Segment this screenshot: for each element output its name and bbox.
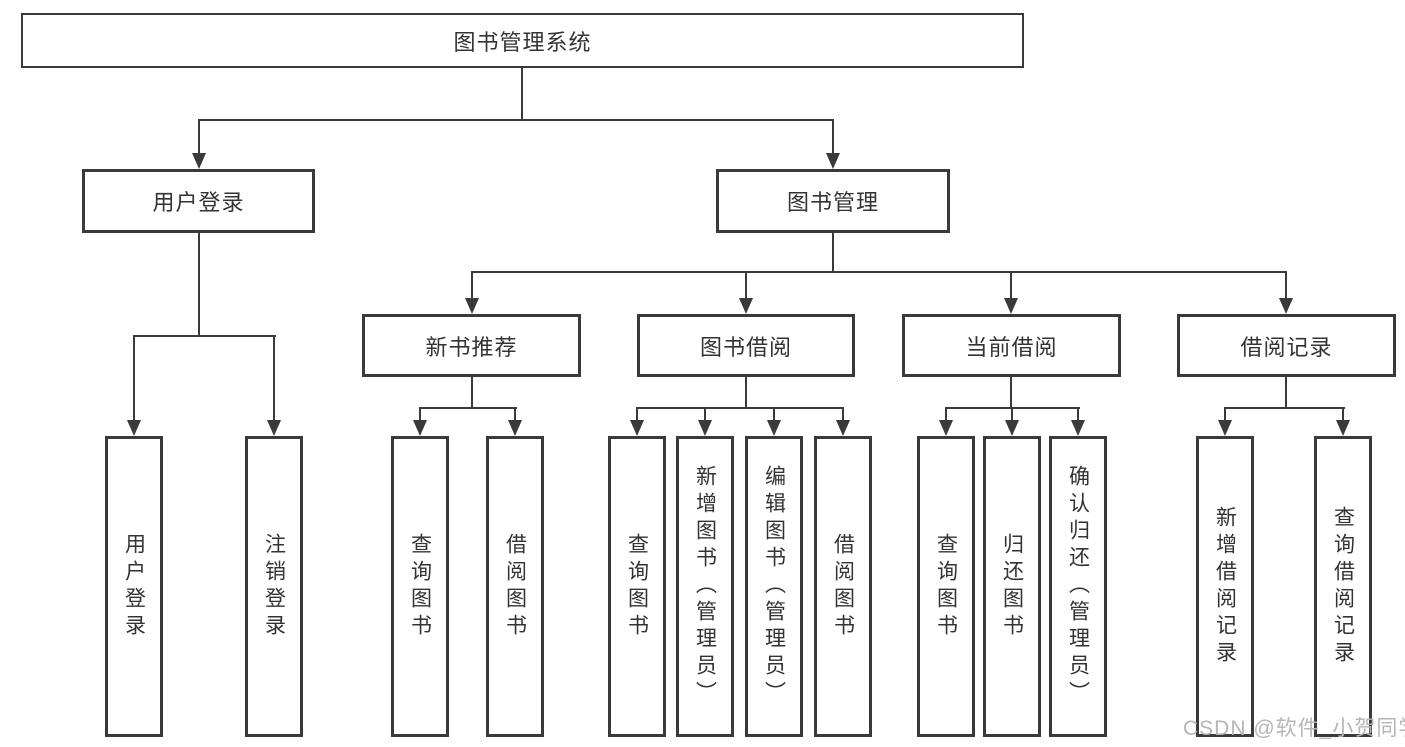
connector-new-book-rec-stem [471,375,473,409]
connector-user-login-hbar [133,335,276,337]
node-leaf-bb-borrow-books-label: 借阅图书 [831,532,855,641]
connector-arrow-book-mgmt [826,119,840,169]
connector-book-borrow-hbar [636,407,844,409]
node-user-login-label: 用户登录 [152,190,245,215]
connector-arrow-bb-borrow [836,407,850,436]
node-leaf-cb-query-books: 查询图书 [917,436,975,737]
connector-borrow-records-hbar [1224,407,1345,409]
node-current-borrow-label: 当前借阅 [965,334,1058,360]
node-new-book-rec-label: 新书推荐 [425,334,518,360]
connector-arrow-leaf-logout [267,335,281,436]
connector-arrow-bb-add [698,407,712,436]
node-leaf-cb-return-books: 归还图书 [983,436,1041,737]
node-leaf-user-login-label: 用户登录 [122,532,146,641]
node-leaf-rec-query-books: 查询图书 [391,436,449,737]
connector-arrow-user-login [192,119,206,169]
node-leaf-br-query-record: 查询借阅记录 [1314,436,1372,737]
node-leaf-bb-add-books-label: 新增图书（管理员） [693,465,717,708]
node-book-mgmt-label: 图书管理 [786,190,879,215]
node-leaf-br-query-record-label: 查询借阅记录 [1331,505,1355,668]
node-leaf-cb-return-books-label: 归还图书 [1000,532,1024,641]
node-leaf-rec-borrow-books: 借阅图书 [486,436,544,737]
node-leaf-br-add-record-label: 新增借阅记录 [1213,505,1237,668]
connector-arrow-br-query [1336,407,1350,436]
connector-arrow-rec-borrow [508,407,522,436]
node-current-borrow: 当前借阅 [902,314,1121,377]
connector-arrow-book-borrow [739,271,753,314]
node-leaf-bb-query-books: 查询图书 [608,436,666,737]
node-borrow-records: 借阅记录 [1177,314,1396,377]
node-leaf-br-add-record: 新增借阅记录 [1196,436,1254,737]
node-leaf-bb-query-books-label: 查询图书 [625,532,649,641]
connector-arrow-borrow-records [1279,271,1293,314]
node-leaf-logout-label: 注销登录 [262,532,286,641]
node-root-label: 图书管理系统 [453,29,592,55]
node-leaf-bb-add-books: 新增图书（管理员） [676,436,734,737]
connector-arrow-leaf-user-login [127,335,141,436]
connector-arrow-bb-edit [767,407,781,436]
connector-root-stem [521,66,523,121]
connector-user-login-stem [198,231,200,337]
connector-arrow-cb-query [939,407,953,436]
node-new-book-rec: 新书推荐 [362,314,581,377]
watermark: CSDN @软件_小贺同学 [1183,717,1405,740]
connector-book-mgmt-stem [832,231,834,273]
node-leaf-user-login: 用户登录 [105,436,163,737]
node-leaf-logout: 注销登录 [245,436,303,737]
node-leaf-bb-edit-books-label: 编辑图书（管理员） [762,465,786,708]
connector-book-mgmt-hbar [471,271,1287,273]
connector-borrow-records-stem [1285,375,1287,409]
node-book-borrow-label: 图书借阅 [699,334,792,360]
node-leaf-bb-borrow-books: 借阅图书 [814,436,872,737]
node-leaf-rec-query-books-label: 查询图书 [408,532,432,641]
connector-arrow-new-book-rec [465,271,479,314]
connector-book-borrow-stem [745,375,747,409]
node-leaf-bb-edit-books: 编辑图书（管理员） [745,436,803,737]
connector-arrow-cb-confirm [1071,407,1085,436]
connector-new-book-rec-hbar [419,407,517,409]
connector-level1-hbar [198,119,834,121]
node-leaf-cb-confirm-return-label: 确认归还（管理员） [1066,465,1090,708]
node-user-login: 用户登录 [82,169,315,233]
connector-arrow-cb-return [1005,407,1019,436]
connector-arrow-current-borrow [1004,271,1018,314]
connector-current-borrow-stem [1010,375,1012,409]
node-leaf-rec-borrow-books-label: 借阅图书 [503,532,527,641]
node-leaf-cb-query-books-label: 查询图书 [934,532,958,641]
connector-arrow-rec-query [413,407,427,436]
node-book-borrow: 图书借阅 [637,314,855,377]
connector-arrow-br-add [1218,407,1232,436]
node-leaf-cb-confirm-return: 确认归还（管理员） [1049,436,1107,737]
node-book-mgmt: 图书管理 [716,169,950,233]
node-root: 图书管理系统 [21,13,1024,68]
node-borrow-records-label: 借阅记录 [1240,334,1333,360]
connector-arrow-bb-query [630,407,644,436]
